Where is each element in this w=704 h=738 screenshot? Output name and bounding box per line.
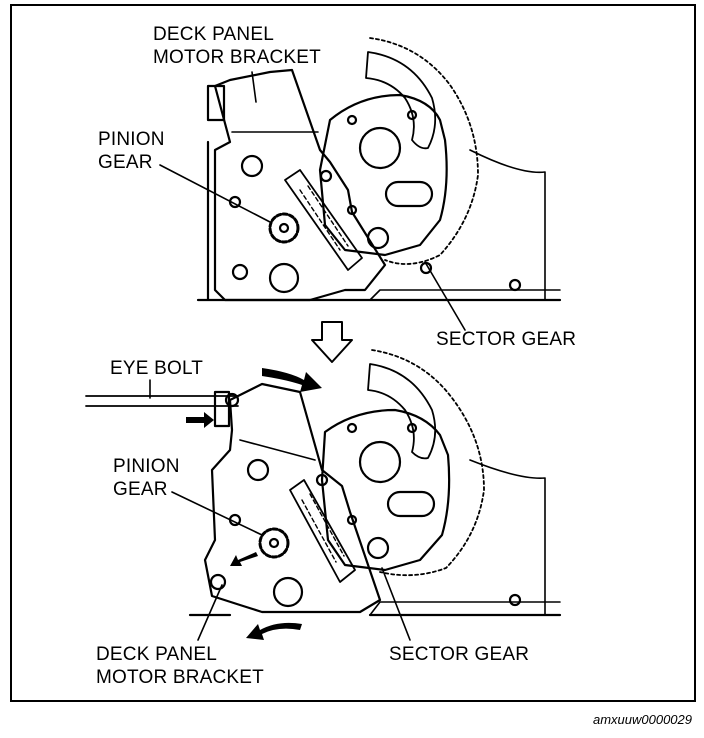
bottom-sector-slot bbox=[386, 490, 436, 518]
top-assembly bbox=[196, 37, 562, 302]
down-arrow bbox=[311, 321, 353, 363]
top-sector-gear-teeth bbox=[369, 37, 479, 265]
slide-arrow-bottom bbox=[246, 622, 302, 640]
label-eye-bolt: EYE BOLT bbox=[110, 358, 204, 379]
top-bracket-tab bbox=[206, 84, 226, 122]
label-bottom-bracket: DECK PANEL MOTOR BRACKET bbox=[96, 643, 264, 689]
top-sector-hub bbox=[358, 126, 402, 170]
bottom-sector-hub bbox=[358, 440, 402, 484]
top-rack bbox=[284, 169, 363, 271]
top-sector-slot bbox=[384, 180, 434, 208]
bottom-bracket-leader bbox=[197, 584, 223, 641]
top-motor-bracket bbox=[213, 68, 387, 302]
bottom-motor-shaft bbox=[272, 576, 304, 608]
top-sector-leader bbox=[424, 261, 466, 331]
bottom-sector-gear-teeth bbox=[371, 349, 485, 577]
bottom-pinion-leader bbox=[171, 491, 263, 536]
bottom-sector-lower-hole bbox=[366, 536, 390, 560]
bottom-motor-bracket bbox=[203, 382, 382, 614]
bottom-assembly bbox=[85, 349, 562, 617]
push-arrow bbox=[186, 412, 214, 428]
top-sector-inner-arc bbox=[365, 51, 437, 150]
label-bottom-pinion-line1: PINION bbox=[113, 456, 180, 477]
label-bottom-bracket-line2: MOTOR BRACKET bbox=[96, 667, 264, 688]
label-top-sector-gear: SECTOR GEAR bbox=[436, 329, 577, 350]
figure-frame bbox=[10, 4, 696, 702]
label-bottom-sector-gear: SECTOR GEAR bbox=[389, 644, 530, 665]
bottom-pinion-gear bbox=[258, 527, 290, 559]
label-bottom-pinion: PINION GEAR bbox=[113, 455, 180, 501]
bottom-sector-leader bbox=[381, 567, 411, 641]
top-sector-lower-hole bbox=[366, 226, 390, 250]
bottom-rack bbox=[289, 479, 356, 583]
figure-code: amxuuw0000029 bbox=[592, 712, 692, 727]
label-top-bracket-line1: DECK PANEL bbox=[153, 24, 274, 45]
label-bottom-bracket-line1: DECK PANEL bbox=[96, 644, 217, 665]
label-top-bracket-line2: MOTOR BRACKET bbox=[153, 47, 321, 68]
pinion-direction-arrow bbox=[230, 552, 258, 566]
top-motor-shaft bbox=[268, 262, 300, 294]
top-bracket-leader bbox=[251, 71, 257, 103]
top-base-step bbox=[369, 289, 561, 301]
label-bottom-pinion-line2: GEAR bbox=[113, 479, 168, 500]
top-pinion-gear bbox=[268, 212, 300, 244]
top-sector-body bbox=[318, 93, 448, 257]
bottom-bracket-tab bbox=[213, 390, 231, 428]
label-top-bracket: DECK PANEL MOTOR BRACKET bbox=[153, 23, 321, 69]
top-body-right bbox=[469, 149, 546, 301]
bottom-sector-body bbox=[320, 408, 451, 572]
label-top-pinion-line1: PINION bbox=[98, 129, 165, 150]
label-top-pinion-line2: GEAR bbox=[98, 152, 153, 173]
top-pinion-leader bbox=[159, 164, 271, 223]
eye-bolt-rod bbox=[85, 395, 239, 407]
rotation-arrow-top bbox=[262, 368, 322, 392]
label-top-pinion: PINION GEAR bbox=[98, 128, 165, 174]
